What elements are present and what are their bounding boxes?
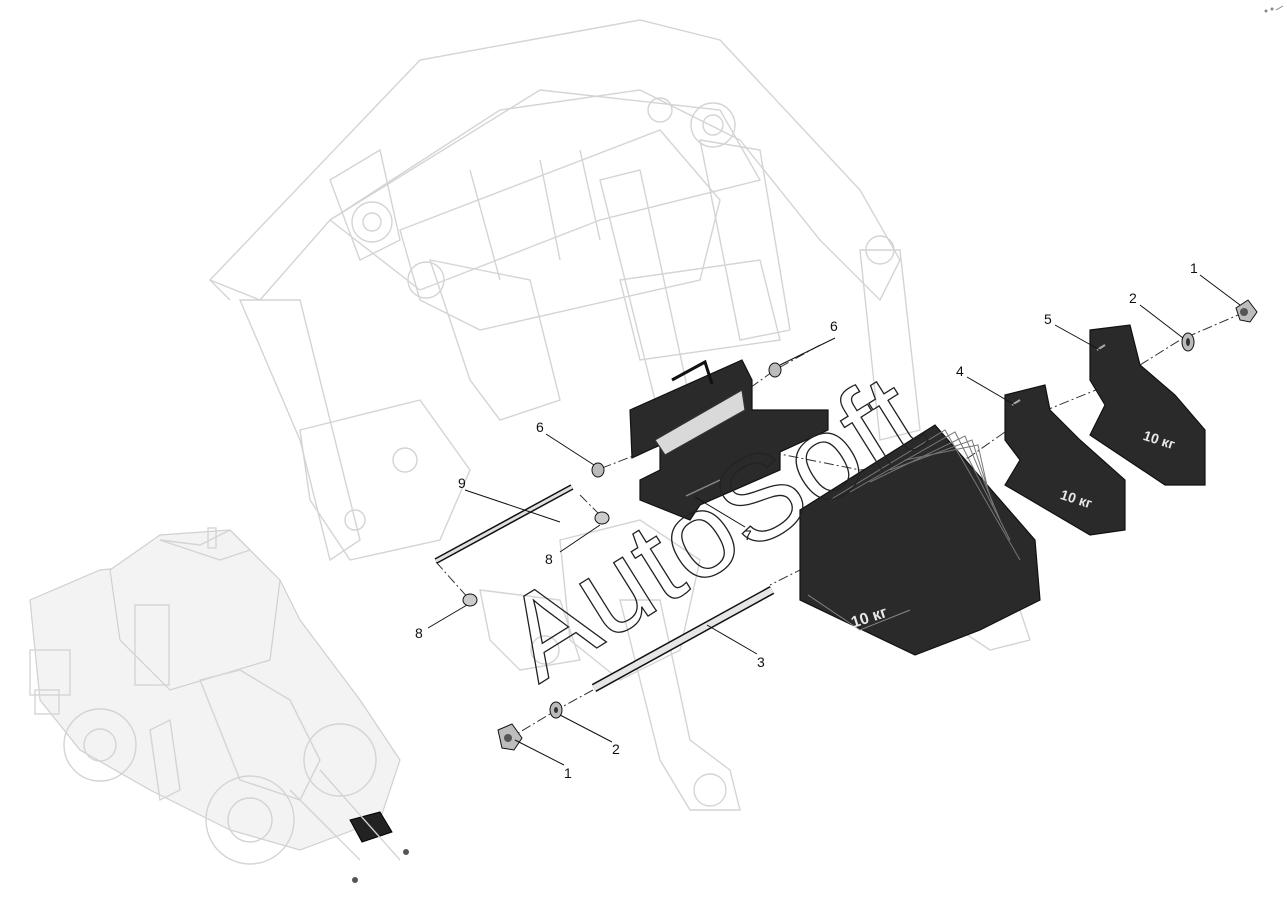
fasteners [462, 299, 1258, 751]
nut-top [1235, 299, 1258, 323]
callout-rod: 3 [757, 654, 765, 670]
washer-bottom [549, 701, 563, 719]
rod [591, 586, 775, 692]
callout-bushing-left: 6 [536, 419, 544, 435]
weight-plate-4: 10 кг [1004, 384, 1126, 536]
bushing-upper [768, 362, 782, 378]
callout-nut-top: 1 [1190, 260, 1198, 276]
callout-pin: 9 [458, 475, 466, 491]
callout-washer-top: 2 [1129, 290, 1137, 306]
callout-clip-upper: 8 [545, 551, 553, 567]
callout-washer-bottom: 2 [612, 741, 620, 757]
callout-leaders [427, 274, 1241, 766]
callout-clip-lower: 8 [415, 625, 423, 641]
corner-mark [1264, 5, 1284, 13]
callout-nut-bottom: 1 [564, 765, 572, 781]
clip-lower [462, 593, 478, 607]
callout-plate-4: 4 [956, 363, 964, 379]
weight-plate-5: 10 кг [1089, 324, 1206, 486]
callout-plate-5: 5 [1044, 311, 1052, 327]
bushing-left [591, 462, 605, 478]
clip-upper [594, 511, 610, 525]
nut-bottom [497, 723, 523, 751]
pin [434, 484, 574, 564]
callout-bracket: 7 [744, 527, 752, 543]
callout-labels: 1 2 5 4 6 6 9 7 8 8 3 2 1 [415, 260, 1198, 781]
weight-stack: 10 кг [799, 424, 1041, 656]
tractor-overview-illustration [29, 527, 409, 883]
washer-top [1181, 332, 1195, 352]
callout-bushing-upper: 6 [830, 318, 838, 334]
weight-bracket [629, 359, 829, 521]
